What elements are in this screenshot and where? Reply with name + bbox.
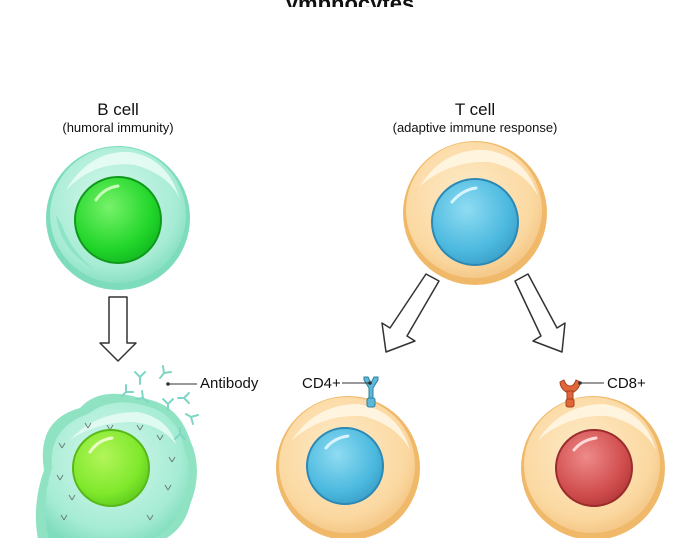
t-cell-nucleus-shine (450, 186, 478, 204)
b-cell-highlight (66, 151, 180, 200)
b-cell-nucleus (74, 176, 162, 264)
t-cell-highlight (420, 149, 538, 196)
b-cell-subtitle: (humoral immunity) (62, 120, 174, 135)
cd4-t-cell (276, 396, 420, 538)
cd4-cell-highlight (292, 404, 410, 450)
surface-antibodies (56, 422, 176, 521)
cd8-receptor (559, 379, 581, 408)
cd4-nucleus-shine (324, 434, 350, 450)
cd4-cell-nucleus (306, 427, 384, 505)
plasma-cell-highlight (70, 412, 176, 444)
cd8-pointer (578, 381, 604, 385)
cd4-label: CD4+ (302, 375, 341, 392)
t-cell (403, 141, 547, 285)
cd8-nucleus-shine (572, 436, 598, 452)
t-cell-subtitle: (adaptive immune response) (392, 120, 558, 135)
t-cell-title: T cell (454, 100, 496, 119)
plasma-cell (35, 393, 197, 538)
t-cell-arrow-right (514, 273, 566, 353)
cd4-pointer (342, 381, 372, 385)
t-cell-nucleus (431, 178, 519, 266)
cd8-cell-highlight (538, 404, 656, 450)
cd8-t-cell (521, 396, 665, 538)
plasma-nucleus-shine (88, 436, 114, 454)
cd4-receptor (363, 376, 379, 408)
cd8-cell-nucleus (555, 429, 633, 507)
cd8-label: CD8+ (607, 375, 646, 392)
antibody-label: Antibody (200, 375, 259, 392)
antibody-pointer (166, 382, 197, 386)
heading-text: ymphocytes (286, 0, 414, 7)
b-cell-nucleus-shine (94, 184, 120, 202)
free-antibodies (121, 365, 199, 440)
b-cell (46, 146, 190, 290)
b-cell-arrow (99, 296, 137, 362)
b-cell-title: B cell (97, 100, 139, 119)
t-cell-arrow-left (381, 273, 440, 353)
plasma-cell-nucleus (72, 429, 150, 507)
cropped-heading: ymphocytes (0, 0, 700, 7)
